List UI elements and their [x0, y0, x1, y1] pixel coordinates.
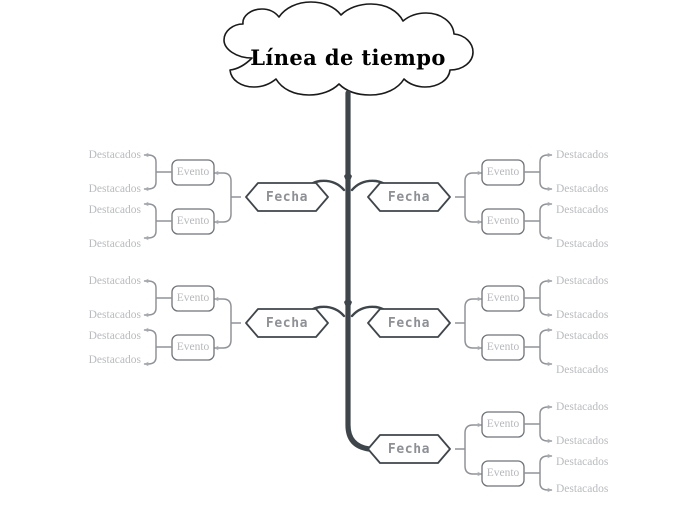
- highlight-4-2-2[interactable]: Destacados: [556, 364, 609, 376]
- highlight-3-1-2[interactable]: Destacados: [88, 309, 141, 321]
- date-node-branch-4[interactable]: Fecha: [387, 316, 431, 331]
- root-cloud-shape: [223, 1, 474, 96]
- highlight-1-2-2[interactable]: Destacados: [88, 238, 141, 250]
- highlight-2-2-1[interactable]: Destacados: [556, 204, 609, 216]
- branch-5-connectors: [367, 404, 553, 493]
- date-node-branch-1[interactable]: Fecha: [265, 190, 309, 205]
- highlight-5-2-1[interactable]: Destacados: [556, 456, 609, 468]
- event-node-4-1[interactable]: Evento: [486, 292, 520, 304]
- highlight-4-1-1[interactable]: Destacados: [556, 275, 609, 287]
- event-node-2-2[interactable]: Evento: [486, 215, 520, 227]
- date-node-branch-2[interactable]: Fecha: [387, 190, 431, 205]
- highlight-3-2-1[interactable]: Destacados: [88, 330, 141, 342]
- highlight-5-2-2[interactable]: Destacados: [556, 483, 609, 495]
- trunk-line: [344, 90, 372, 452]
- highlight-1-1-2[interactable]: Destacados: [88, 183, 141, 195]
- event-node-5-1[interactable]: Evento: [486, 418, 520, 430]
- highlight-2-2-2[interactable]: Destacados: [556, 238, 609, 250]
- highlight-1-2-1[interactable]: Destacados: [88, 204, 141, 216]
- highlight-5-1-2[interactable]: Destacados: [556, 435, 609, 447]
- event-node-5-2[interactable]: Evento: [486, 467, 520, 479]
- event-node-3-2[interactable]: Evento: [176, 341, 210, 353]
- branch-4-connectors: [350, 278, 553, 367]
- event-node-1-1[interactable]: Evento: [176, 166, 210, 178]
- event-node-2-1[interactable]: Evento: [486, 166, 520, 178]
- branch-2-connectors: [350, 152, 553, 241]
- highlight-3-1-1[interactable]: Destacados: [88, 275, 141, 287]
- highlight-1-1-1[interactable]: Destacados: [88, 149, 141, 161]
- highlight-4-2-1[interactable]: Destacados: [556, 330, 609, 342]
- highlight-5-1-1[interactable]: Destacados: [556, 401, 609, 413]
- branch-1-connectors: [143, 152, 346, 241]
- highlight-3-2-2[interactable]: Destacados: [88, 354, 141, 366]
- highlight-2-1-2[interactable]: Destacados: [556, 183, 609, 195]
- event-node-4-2[interactable]: Evento: [486, 341, 520, 353]
- date-node-branch-3[interactable]: Fecha: [265, 316, 309, 331]
- branch-3-connectors: [143, 278, 346, 367]
- date-node-branch-5[interactable]: Fecha: [387, 442, 431, 457]
- event-node-3-1[interactable]: Evento: [176, 292, 210, 304]
- highlight-4-1-2[interactable]: Destacados: [556, 309, 609, 321]
- event-node-1-2[interactable]: Evento: [176, 215, 210, 227]
- root-title: Línea de tiempo: [250, 45, 446, 70]
- highlight-2-1-1[interactable]: Destacados: [556, 149, 609, 161]
